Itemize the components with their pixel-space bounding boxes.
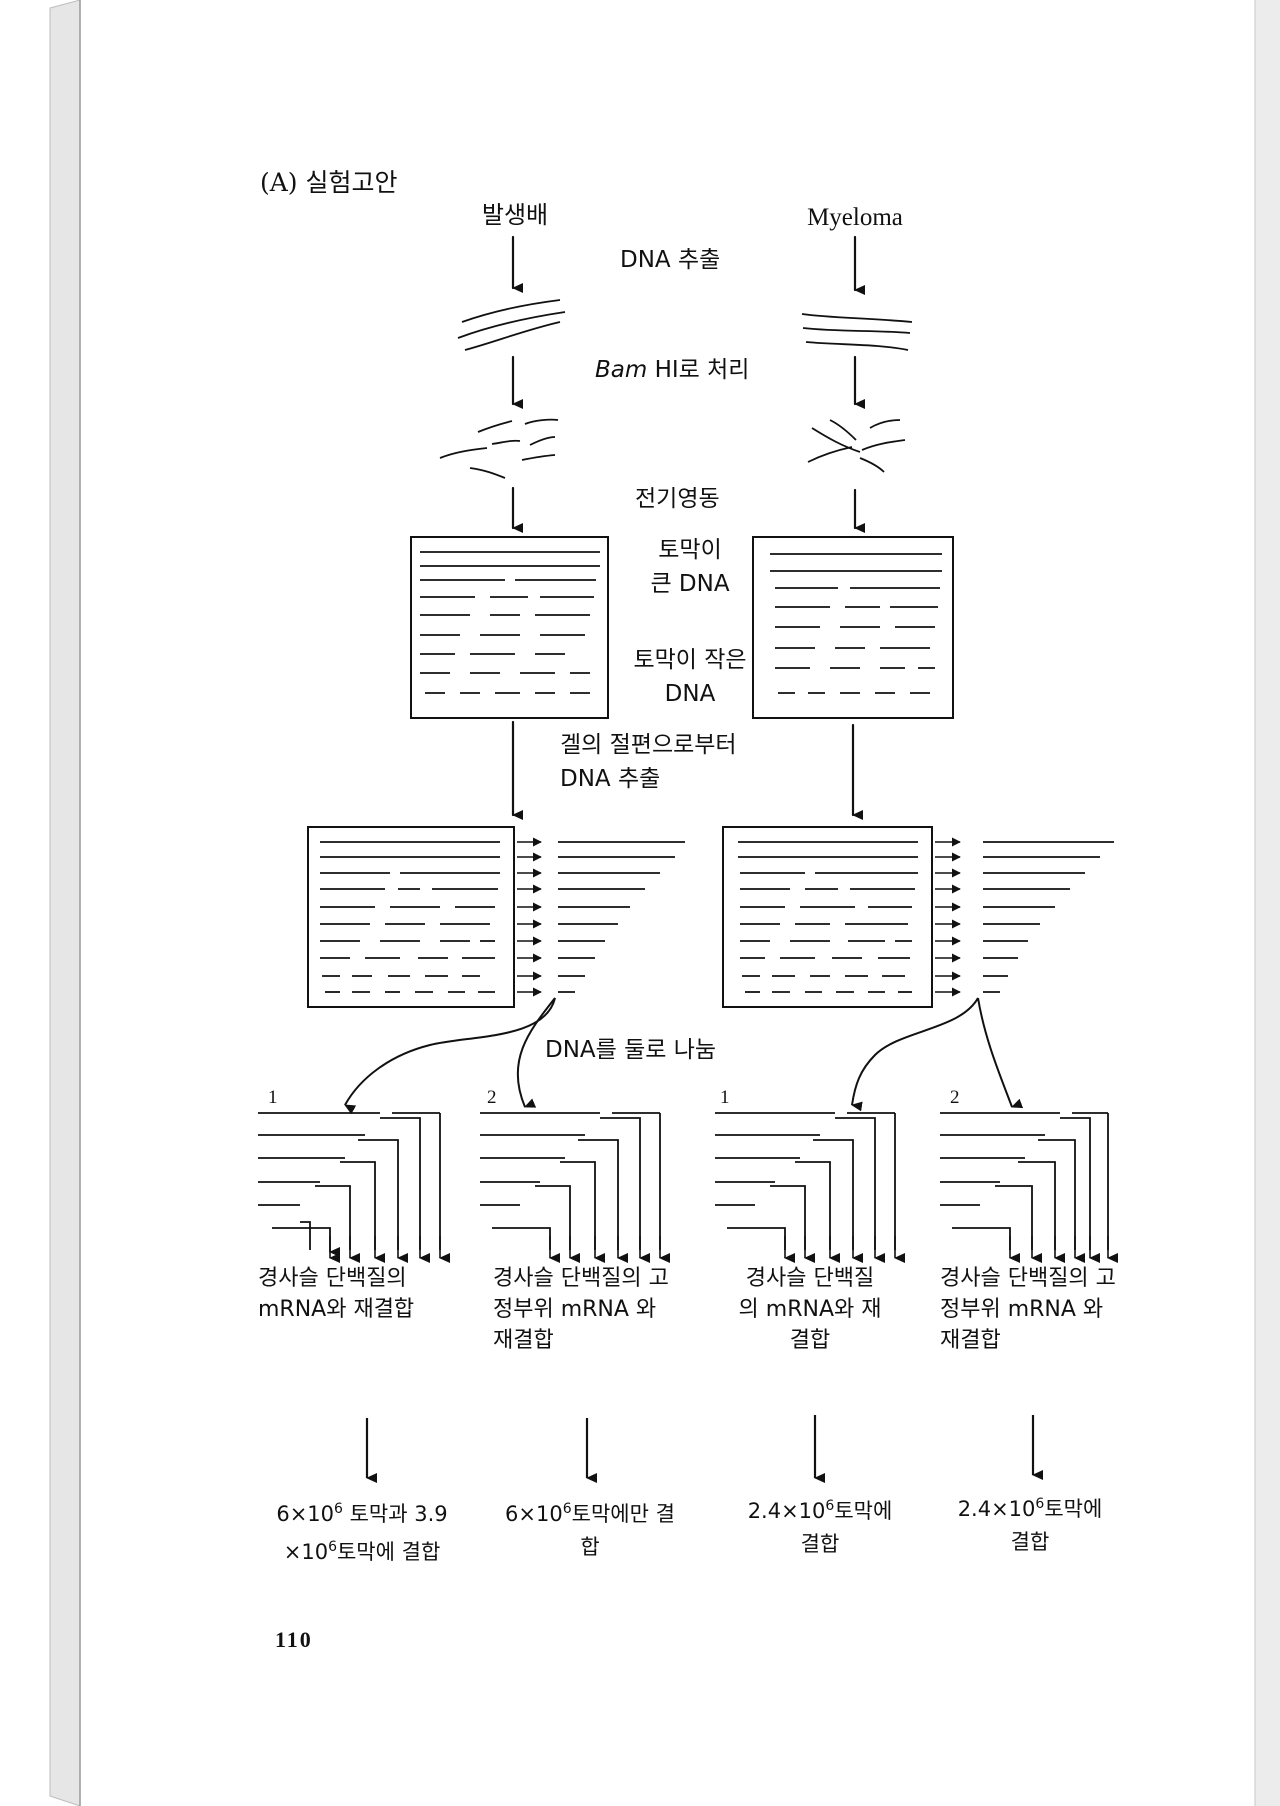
group-number: 1	[720, 1087, 730, 1108]
gel-large-line1: 토막이	[658, 537, 722, 563]
hybridization-label: 경사슬 단백질의 mRNA와 재결합	[258, 1266, 415, 1322]
blot-panel-3	[715, 1112, 896, 1250]
gel-right-2	[722, 826, 933, 1008]
page-number: 110	[275, 1627, 313, 1652]
result-text: 6×10	[505, 1502, 563, 1526]
gel-left	[410, 536, 609, 719]
fractions-left	[558, 841, 685, 993]
result-text: 토막과 3.9 ×10	[283, 1502, 448, 1564]
source-label-embryo: 발생배	[481, 201, 549, 229]
result-label: 6×106토막에만 결합	[500, 1493, 680, 1564]
enzyme-name: Bam	[595, 357, 648, 383]
hybridization-label: 경사슬 단백질 의 mRNA와 재결합	[738, 1266, 882, 1353]
group-number: 2	[950, 1087, 960, 1108]
step-bam-hi: Bam HI로 처리	[595, 355, 749, 385]
gel-small-fragment-label: 토막이 작은 DNA	[610, 643, 770, 711]
result-label: 2.4×106토막에 결합	[740, 1490, 900, 1561]
blot-panel-1	[258, 1112, 441, 1257]
group-number: 2	[487, 1087, 497, 1108]
gel-large-line2: 큰 DNA	[650, 571, 730, 597]
split-arrows	[344, 997, 1024, 1115]
fractions-right	[983, 841, 1114, 993]
dna-strands-right	[801, 313, 913, 351]
transfer-arrows-left	[517, 837, 542, 997]
dna-fragments-right	[807, 419, 906, 473]
transfer-arrows-right	[935, 837, 961, 997]
result-text: 토막에만 결합	[571, 1502, 675, 1559]
result-exponent: 6	[334, 1501, 343, 1517]
gel-right	[752, 536, 954, 719]
result-label: 6×106 토막과 3.9 ×106토막에 결합	[262, 1493, 462, 1569]
gel-left-bands	[420, 551, 600, 694]
result-text: 토막에 결합	[800, 1499, 893, 1556]
gel-right-2-bands	[738, 841, 918, 993]
result-text: 토막에 결합	[336, 1540, 441, 1564]
gel-left-2-bands	[320, 841, 500, 993]
result-exponent: 6	[825, 1498, 835, 1514]
gel-left-2	[307, 826, 515, 1008]
step-bam-rest: HI로 처리	[647, 357, 750, 383]
step-gel-slice-extraction: 겔의 절편으로부터 DNA 추출	[560, 732, 737, 792]
source-label-myeloma: Myeloma	[807, 204, 903, 231]
blot-panel-2	[480, 1112, 661, 1250]
gel-small-line1: 토막이 작은	[633, 647, 747, 673]
result-text: 토막에 결합	[1010, 1497, 1103, 1554]
result-exponent: 6	[1035, 1496, 1045, 1512]
dna-strands-left	[457, 299, 566, 351]
result-text: 2.4×10	[747, 1499, 826, 1523]
gel-right-bands	[770, 553, 942, 694]
step-dna-extraction: DNA 추출	[620, 247, 721, 273]
group-number: 1	[268, 1087, 278, 1108]
result-text: 2.4×10	[957, 1497, 1036, 1521]
result-arrows	[365, 1415, 1043, 1483]
blot-panel-4	[940, 1112, 1109, 1250]
section-title: (A) 실험고안	[260, 168, 398, 197]
step-electrophoresis: 전기영동	[635, 486, 720, 512]
dna-fragments-left	[439, 418, 559, 479]
result-exponent: 6	[328, 1539, 337, 1555]
hybridization-label: 경사슬 단백질의 고정부위 mRNA 와 재결합	[493, 1266, 669, 1353]
result-label: 2.4×106토막에 결합	[950, 1488, 1110, 1559]
gel-small-line2: DNA	[664, 681, 716, 707]
result-exponent: 6	[562, 1501, 572, 1517]
panel-down-arrows	[329, 1236, 1118, 1263]
step-split-dna: DNA를 둘로 나눔	[545, 1037, 717, 1063]
hybridization-label: 경사슬 단백질의 고정부위 mRNA 와 재결합	[940, 1266, 1116, 1353]
result-text: 6×10	[276, 1502, 335, 1526]
